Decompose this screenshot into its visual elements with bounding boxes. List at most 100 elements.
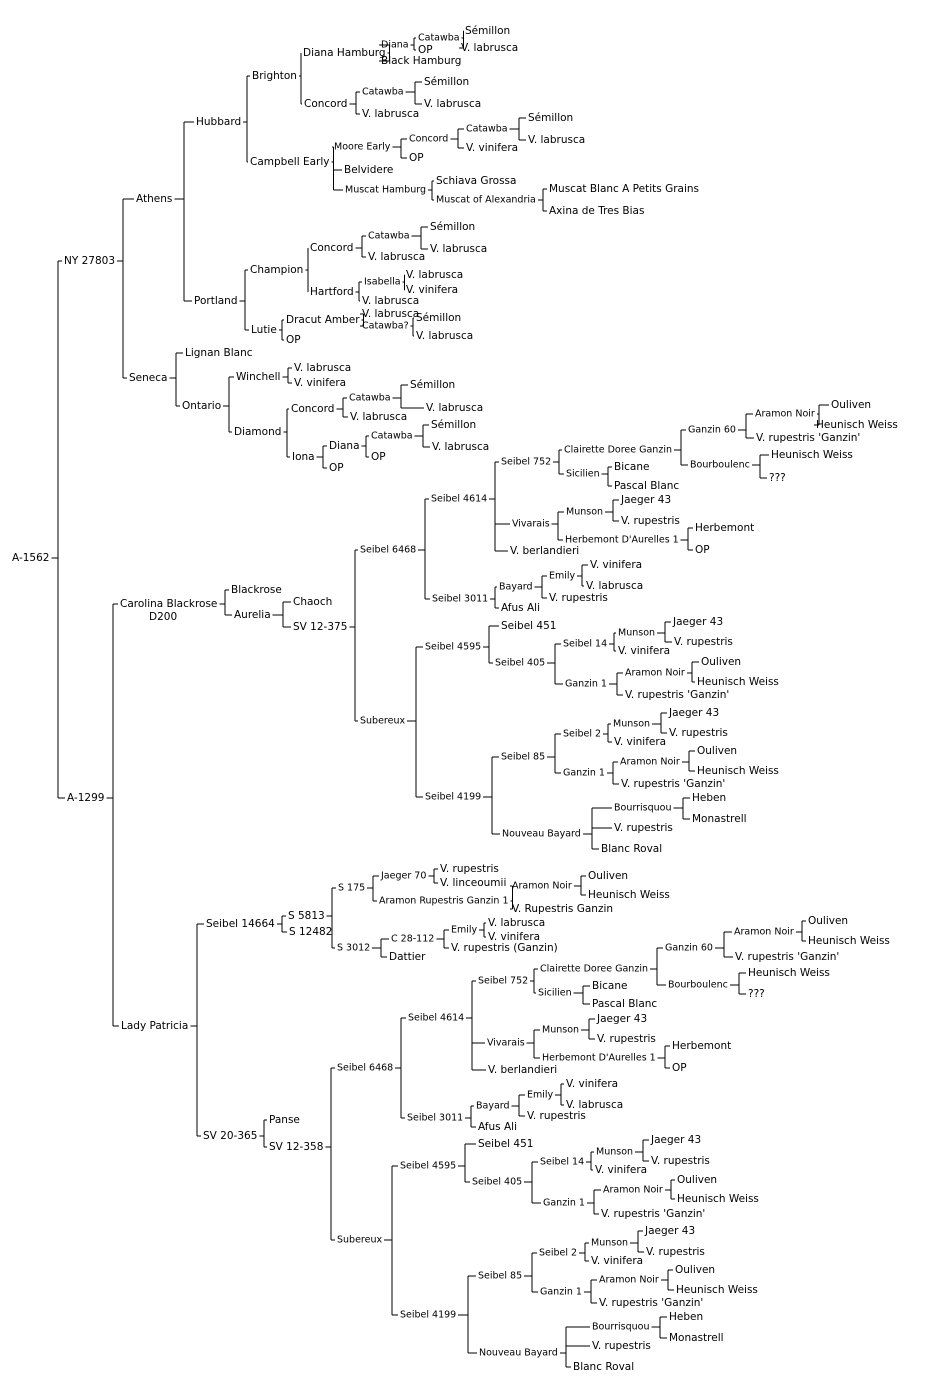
node-concord: Concord [304,98,347,110]
connector-aramon-noir [795,920,806,942]
node-emily: Emily [451,925,478,936]
connector-seibel-4614 [466,980,486,1071]
connector-lady-patricia [190,923,204,1137]
connector-s-175 [367,875,379,902]
node-seibel-3011: Seibel 3011 [407,1113,463,1124]
connector-seibel-85 [547,733,561,774]
connector-aramon-noir [814,404,829,426]
connector-nouveau-bayard [582,807,612,850]
node-munson: Munson [591,1238,628,1249]
connector-sicilien [573,985,590,1005]
node-concord: Concord [291,403,334,415]
connector-seibel-3011 [465,1105,476,1128]
node-subereux: Subereux [360,716,405,727]
node-ouliven: Ouliven [677,1174,717,1186]
node-subereux: Subereux [337,1235,382,1246]
connector-sv-12-358 [325,1067,335,1241]
node-v-labrusca: V. labrusca [362,308,419,320]
node-v-vinifera: V. vinifera [488,931,540,943]
connector-c-28-112 [436,929,449,949]
node-emily: Emily [527,1090,554,1101]
node-diana-hamburg: Diana Hamburg [303,47,386,59]
connector-seibel-4595 [483,625,499,664]
connector-campbell-early [331,146,343,191]
node-v-rupestris: V. rupestris [440,863,499,875]
node-v-rupestris: V. rupestris [646,1246,705,1258]
node-jaeger-43: Jaeger 43 [672,616,723,628]
node-s-millon: Sémillon [431,419,476,431]
node-pascal-blanc: Pascal Blanc [614,480,679,492]
node-seibel-752: Seibel 752 [478,976,528,987]
node-v-vinifera: V. vinifera [294,377,346,389]
node-moore-early: Moore Early [334,142,391,153]
connector-concord [336,397,348,418]
node-v-labrusca: V. labrusca [368,251,425,263]
connector-munson [630,1230,644,1253]
node-v-vinifera: V. vinifera [618,645,670,657]
connector-ganzin-1 [606,761,619,785]
node-op: OP [418,44,433,56]
node-heunisch-weiss: Heunisch Weiss [808,935,890,947]
node-catawba: Catawba [371,431,413,442]
node-heunisch-weiss: Heunisch Weiss [771,449,853,461]
node-campbell-early: Campbell Early [250,156,329,168]
node-seibel-14: Seibel 14 [540,1157,584,1168]
node-c-28-112: C 28-112 [391,934,434,945]
node-lignan-blanc: Lignan Blanc [185,347,253,359]
node-jaeger-70: Jaeger 70 [380,871,426,882]
node-panse: Panse [269,1114,300,1126]
node-v-rupestris-ganzin: V. rupestris 'Ganzin' [621,778,725,790]
node-v-vinifera: V. vinifera [614,736,666,748]
connector-diamond [283,408,290,458]
node-diamond: Diamond [234,426,281,438]
connector-hartford [355,281,362,302]
node-catawba: Catawba [418,33,460,44]
node-v-rupestris: V. rupestris [674,636,733,648]
node-bayard: Bayard [499,582,533,593]
node-seneca: Seneca [129,372,167,384]
node-seibel-4614: Seibel 4614 [408,1013,464,1024]
node-seibel-85: Seibel 85 [478,1271,522,1282]
node-seibel-451: Seibel 451 [478,1138,533,1150]
connector-diana [410,37,416,51]
node-pascal-blanc: Pascal Blanc [592,998,657,1010]
node-ganzin-60: Ganzin 60 [665,943,713,954]
node-v-berlandieri: V. berlandieri [510,545,579,557]
connector-catawba [459,30,465,49]
node-v-labrusca: V. labrusca [416,330,473,342]
node-v-rupestris: V. rupestris [621,515,680,527]
node-v-vinifera: V. vinifera [591,1255,643,1267]
connector-muscat-of-alexandria [537,188,547,212]
node-ny-27803: NY 27803 [64,255,115,267]
node-aramon-noir: Aramon Noir [603,1185,663,1196]
node-v-vinifera: V. vinifera [406,284,458,296]
node-jaeger-43: Jaeger 43 [668,707,719,719]
connector-munson [635,1139,649,1162]
connector-concord [349,91,360,115]
connector-seibel-752 [530,968,538,994]
node-herbemont-d-aurelles-1: Herbemont D'Aurelles 1 [542,1053,656,1064]
node-chaoch: Chaoch [293,596,332,608]
connector-seibel-6468 [418,498,430,600]
connector-aramon-rupestris-ganzin-1 [510,885,514,910]
connector-subereux [407,646,423,798]
connector-emily [577,564,588,587]
connector-seibel-3011 [490,586,499,609]
connector-ny-27803 [117,198,134,379]
node-v-vinifera: V. vinifera [566,1078,618,1090]
node-belvidere: Belvidere [344,164,393,176]
node-v-rupestris: V. rupestris [549,592,608,604]
node-v-rupestris: V. rupestris [651,1155,710,1167]
node-concord: Concord [409,134,448,145]
connector-dracut-amber [360,313,365,327]
connector-catawba [411,226,428,250]
node-jaeger-43: Jaeger 43 [644,1225,695,1237]
node-v-labrusca: V. labrusca [432,441,489,453]
connector-catawba [392,384,424,409]
node-s-millon: Sémillon [430,221,475,233]
node-nouveau-bayard: Nouveau Bayard [479,1348,558,1359]
node-blanc-roval: Blanc Roval [573,1361,634,1373]
connector-bayard [534,575,547,599]
connector-brighton [298,53,302,105]
node-seibel-14664: Seibel 14664 [206,918,275,930]
